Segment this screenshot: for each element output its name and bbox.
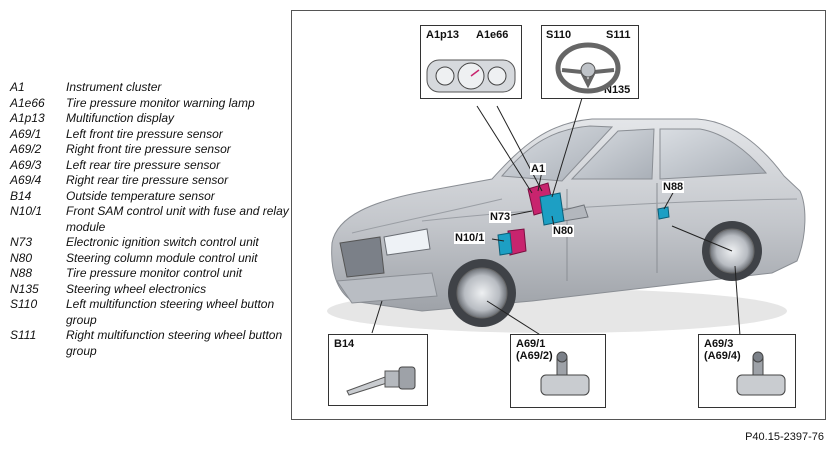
n10-1-callout: N10/1 xyxy=(454,232,486,244)
bumper xyxy=(336,272,438,304)
n88-highlight xyxy=(657,206,670,220)
legend-item: N88 Tire pressure monitor control unit xyxy=(10,266,290,282)
legend-item: A1e66 Tire pressure monitor warning lamp xyxy=(10,96,290,112)
grille xyxy=(339,236,385,278)
legend-code: N73 xyxy=(10,235,33,249)
legend-code: N135 xyxy=(10,281,39,296)
a1e66-label: A1e66 xyxy=(476,29,509,41)
legend-description: Left multifunction steering wheel button… xyxy=(66,297,275,327)
reference-number: P40.15-2397-76 xyxy=(745,431,824,443)
legend-description: Front SAM control unit with fuse and rel… xyxy=(66,204,289,234)
n135-label: N135 xyxy=(604,84,631,96)
legend-item: N135 Steering wheel electronics xyxy=(10,282,290,298)
legend-code: N10/1 xyxy=(10,204,43,218)
legend-code: A69/3 xyxy=(10,157,42,172)
legend-item: A1p13 Multifunction display xyxy=(10,111,290,127)
instrument-cluster-icon xyxy=(426,59,516,93)
s110-label: S110 xyxy=(546,29,572,41)
legend-item: N10/1 Front SAM control unit with fuse an… xyxy=(10,204,290,235)
front-side-window xyxy=(570,128,655,180)
legend-description: Outside temperature sensor xyxy=(66,188,215,203)
legend-description: Instrument cluster xyxy=(66,80,162,94)
legend-description: Tire pressure monitor control unit xyxy=(66,266,242,280)
n80-callout: N80 xyxy=(552,225,575,237)
legend-description: Left front tire pressure sensor xyxy=(66,126,223,141)
legend-code: S110 xyxy=(10,297,38,311)
a1p13-label: A1p13 xyxy=(426,29,460,41)
a69-3-label: A69/3 xyxy=(704,338,734,350)
hood-line xyxy=(351,198,503,234)
legend-description: Tire pressure monitor warning lamp xyxy=(66,95,255,110)
steering-column-highlight xyxy=(539,192,565,226)
legend-description: Steering column module control unit xyxy=(66,250,258,265)
legend-item: N73 Electronic ignition switch control un… xyxy=(10,235,290,251)
n88-callout: N88 xyxy=(662,181,685,193)
legend-item: A69/3 Left rear tire pressure sensor xyxy=(10,158,290,174)
car-illustration xyxy=(327,97,806,337)
front-rim xyxy=(456,267,508,319)
b14-label: B14 xyxy=(334,338,355,350)
legend-item: N80 Steering column module control unit xyxy=(10,251,290,267)
legend-item: A69/4 Right rear tire pressure sensor xyxy=(10,173,290,189)
tire-pressure-sensor-icon xyxy=(736,351,786,396)
a69-2-label: (A69/2) xyxy=(516,350,553,362)
headlight xyxy=(383,228,431,256)
n10-1-highlight-2 xyxy=(497,232,513,256)
tire-pressure-sensor-icon xyxy=(540,351,590,396)
temperature-sensor-icon xyxy=(346,366,416,396)
legend-item: A1 Instrument cluster xyxy=(10,80,290,96)
a1-callout: A1 xyxy=(530,163,547,175)
steering-wheel-icon xyxy=(555,42,621,94)
rear-side-window xyxy=(659,128,768,180)
a69-1-label: A69/1 xyxy=(516,338,546,350)
front-tire-sensor-box: A69/1 (A69/2) xyxy=(510,334,606,408)
legend-description: Right multifunction steering wheel butto… xyxy=(66,328,283,358)
legend-code: A1 xyxy=(10,80,25,94)
s111-label: S111 xyxy=(606,29,631,41)
legend-code: N80 xyxy=(10,250,33,265)
n73-callout: N73 xyxy=(489,211,512,223)
legend-description: Left rear tire pressure sensor xyxy=(66,157,221,172)
leader-lines xyxy=(371,97,741,337)
legend-code: A1p13 xyxy=(10,111,45,125)
legend-code: A1e66 xyxy=(10,95,45,110)
legend-item: A69/2 Right front tire pressure sensor xyxy=(10,142,290,158)
legend-description: Electronic ignition switch control unit xyxy=(66,235,259,249)
legend-code: B14 xyxy=(10,188,32,203)
legend-item: S110 Left multifunction steering wheel bu… xyxy=(10,297,290,328)
legend-item: B14 Outside temperature sensor xyxy=(10,189,290,205)
legend-description: Right rear tire pressure sensor xyxy=(66,173,229,187)
legend-description: Multifunction display xyxy=(66,111,175,125)
rear-tire-sensor-box: A69/3 (A69/4) xyxy=(698,334,796,408)
legend-code: N88 xyxy=(10,266,33,280)
legend-description: Right front tire pressure sensor xyxy=(66,142,231,156)
legend-description: Steering wheel electronics xyxy=(66,281,207,296)
legend-code: A69/1 xyxy=(10,126,42,141)
steering-wheel-box: S110 S111 N135 xyxy=(541,25,639,99)
instrument-cluster-box: A1p13 A1e66 xyxy=(420,25,522,99)
shoulder-line xyxy=(421,198,798,222)
legend-item: A69/1 Left front tire pressure sensor xyxy=(10,127,290,143)
legend-item: S111 Right multifunction steering wheel b… xyxy=(10,328,290,359)
legend-code: A69/2 xyxy=(10,142,42,156)
b14-box: B14 xyxy=(328,334,428,406)
a69-4-label: (A69/4) xyxy=(704,350,741,362)
legend-code: A69/4 xyxy=(10,173,42,187)
legend-code: S111 xyxy=(10,328,37,342)
diagram-frame: A1p13 A1e66 S110 S111 N135 B14 A69/1 xyxy=(291,10,826,420)
